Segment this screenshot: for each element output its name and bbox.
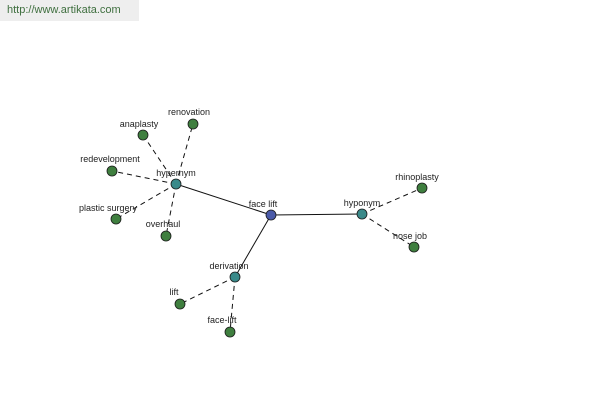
label-hyponym[interactable]: hyponym bbox=[344, 198, 381, 208]
label-redevelopment[interactable]: redevelopment bbox=[80, 154, 140, 164]
label-face-lift[interactable]: face lift bbox=[249, 199, 278, 209]
edge-hypernym-to-anaplasty bbox=[142, 134, 177, 185]
edge-hypernym-to-plastic-surgery bbox=[115, 183, 177, 220]
node-redevelopment[interactable] bbox=[106, 165, 118, 177]
node-anaplasty[interactable] bbox=[137, 129, 149, 141]
edge-hyponym-to-nose-job bbox=[361, 213, 415, 248]
label-hypernym[interactable]: hypernym bbox=[156, 168, 196, 178]
graph-labels: face lift hypernym hyponym derivation anapla… bbox=[79, 107, 439, 325]
edge-hyponym-to-rhinoplasty bbox=[361, 187, 423, 215]
edge-face-lift-to-hypernym bbox=[175, 183, 272, 216]
label-anaplasty[interactable]: anaplasty bbox=[120, 119, 159, 129]
node-face-lift-2[interactable] bbox=[224, 326, 236, 338]
edge-derivation-to-face-lift-2 bbox=[229, 276, 236, 333]
node-face-lift[interactable] bbox=[265, 209, 277, 221]
edge-derivation-to-lift bbox=[179, 276, 236, 305]
edge-hypernym-to-redevelopment bbox=[111, 170, 177, 185]
label-face-lift-2[interactable]: face-lift bbox=[207, 315, 237, 325]
label-lift[interactable]: lift bbox=[170, 287, 179, 297]
node-lift[interactable] bbox=[174, 298, 186, 310]
graph-nodes bbox=[106, 118, 428, 338]
label-renovation[interactable]: renovation bbox=[168, 107, 210, 117]
graph-edges bbox=[111, 123, 423, 333]
edge-face-lift-to-hyponym bbox=[270, 213, 363, 216]
label-overhaul[interactable]: overhaul bbox=[146, 219, 181, 229]
label-plastic-surgery[interactable]: plastic surgery bbox=[79, 203, 138, 213]
label-rhinoplasty[interactable]: rhinoplasty bbox=[395, 172, 439, 182]
node-hyponym[interactable] bbox=[356, 208, 368, 220]
edge-face-lift-to-derivation bbox=[234, 214, 272, 278]
node-renovation[interactable] bbox=[187, 118, 199, 130]
edge-hypernym-to-renovation bbox=[175, 123, 194, 185]
label-derivation[interactable]: derivation bbox=[209, 261, 248, 271]
label-nose-job[interactable]: nose job bbox=[393, 231, 427, 241]
node-hypernym[interactable] bbox=[170, 178, 182, 190]
node-derivation[interactable] bbox=[229, 271, 241, 283]
node-overhaul[interactable] bbox=[160, 230, 172, 242]
site-url-text[interactable]: http://www.artikata.com bbox=[7, 4, 121, 16]
node-nose-job[interactable] bbox=[408, 241, 420, 253]
node-rhinoplasty[interactable] bbox=[416, 182, 428, 194]
node-plastic-surgery[interactable] bbox=[110, 213, 122, 225]
site-url-banner[interactable]: http://www.artikata.com bbox=[0, 0, 139, 21]
